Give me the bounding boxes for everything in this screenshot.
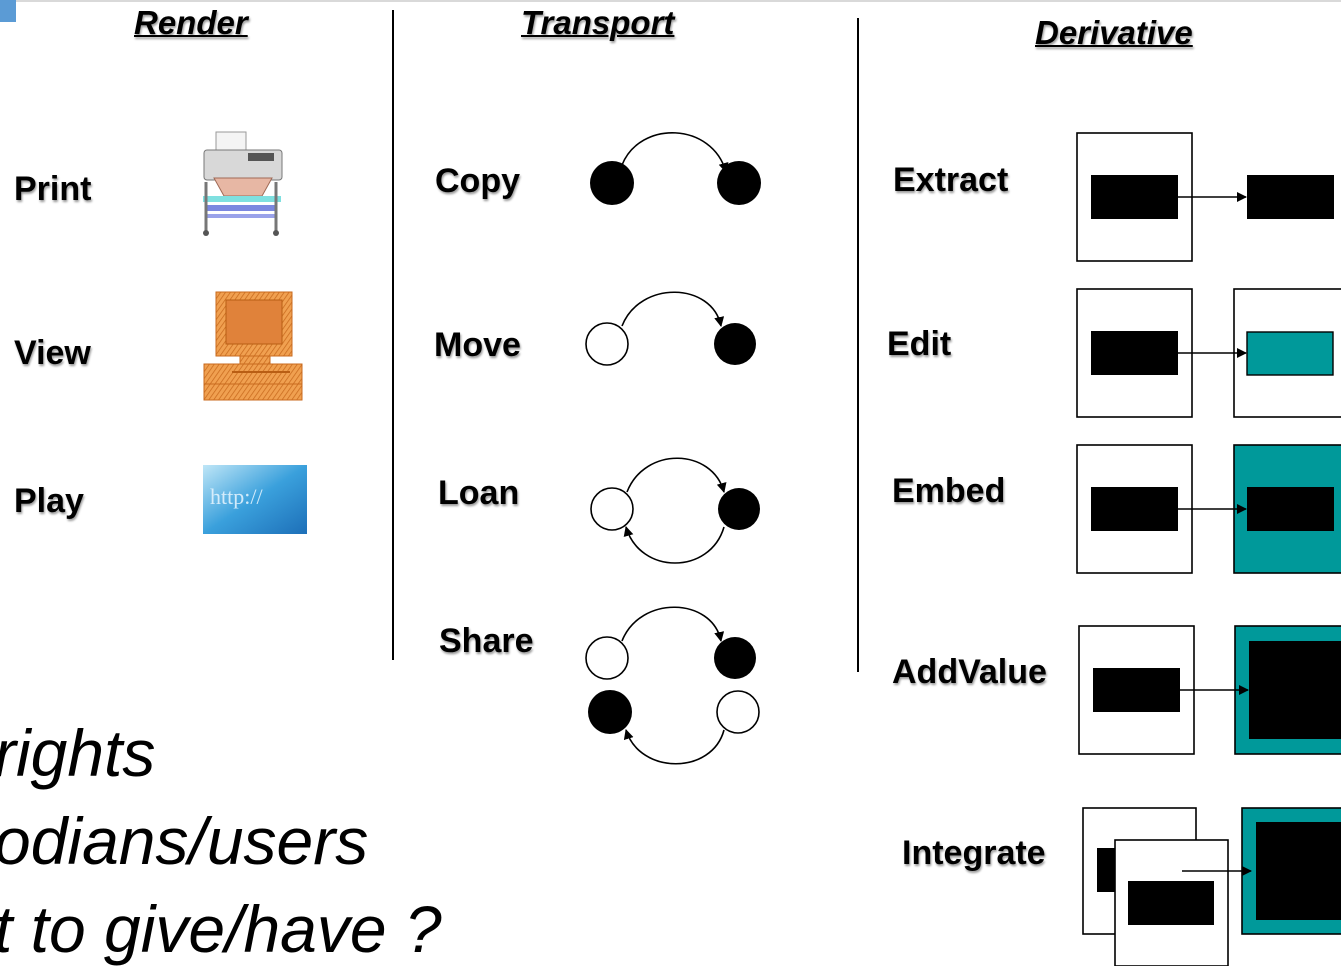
derivative-embed-diagram [1076,444,1341,574]
body-text-line3: t to give/have ? [0,892,442,966]
body-text-line2: odians/users [0,804,369,878]
derivative-label-extract: Extract [893,161,1009,199]
derivative-integrate-diagram [1082,807,1341,966]
derivative-label-integrate: Integrate [902,834,1046,872]
transport-heading: Transport [521,4,675,41]
derivative-addvalue-diagram [1078,625,1341,755]
svg-text:http://: http:// [210,484,263,509]
render-label-print: Print [14,170,92,208]
derivative-label-addvalue: AddValue [892,653,1047,691]
derivative-edit-diagram [1076,288,1341,418]
body-text-line1: rights [0,716,156,790]
transport-share-diagram [585,606,760,765]
corner-accent [0,0,16,22]
computer-icon [203,291,303,401]
transport-move-diagram [585,291,756,366]
transport-label-loan: Loan [438,474,520,512]
render-heading: Render [134,4,248,41]
printer-icon [203,131,283,236]
derivative-label-embed: Embed [892,472,1006,510]
transport-copy-diagram [590,132,761,205]
derivative-heading: Derivative [1035,14,1193,51]
http-icon: http:// [203,465,307,534]
derivative-extract-diagram [1076,132,1334,262]
top-rule [16,0,1341,2]
transport-loan-diagram [590,457,760,564]
render-label-play: Play [14,482,84,520]
derivative-label-edit: Edit [887,325,952,363]
render-label-view: View [14,334,91,372]
transport-label-copy: Copy [435,162,520,200]
transport-label-move: Move [434,326,521,364]
transport-label-share: Share [439,622,534,660]
